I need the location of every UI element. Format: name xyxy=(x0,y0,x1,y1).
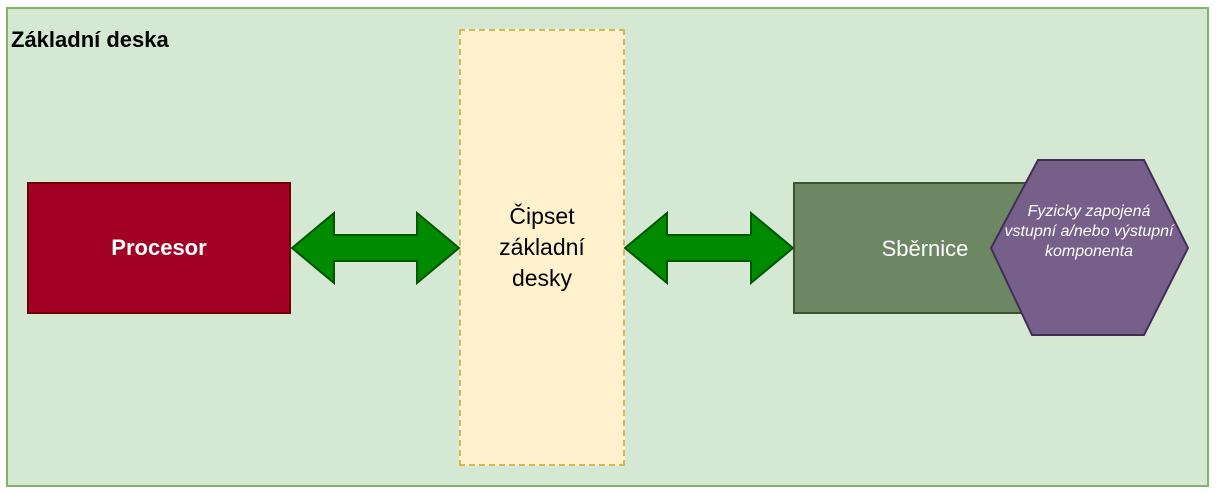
board-title: Základní deska xyxy=(11,27,169,52)
component-label: Fyzicky zapojená vstupní a/nebo výstupní… xyxy=(1004,203,1174,260)
component-hexagon xyxy=(989,159,1190,336)
chipset-box: Čipset základní desky xyxy=(459,29,625,466)
bus-label: Sběrnice xyxy=(881,236,969,261)
arrow-processor-chipset xyxy=(290,210,461,286)
processor-box: Procesor xyxy=(27,182,291,314)
processor-label: Procesor xyxy=(111,235,207,260)
chipset-label: Čipset základní desky xyxy=(499,203,585,291)
arrow-chipset-bus xyxy=(623,210,795,286)
